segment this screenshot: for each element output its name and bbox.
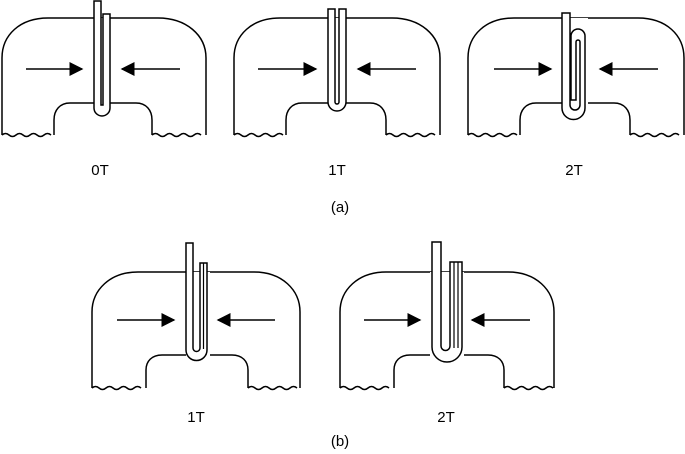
label-0t: 0T [91, 162, 109, 179]
caption-a: (a) [331, 199, 349, 216]
panel-b-1t: 1T [91, 242, 301, 426]
label-2t: 2T [565, 162, 583, 179]
panel-a-2t: 2T [467, 12, 685, 179]
panel-b-2t: 2T [339, 241, 555, 426]
label-1t: 1T [328, 162, 346, 179]
panel-a-1t: 1T [233, 8, 441, 179]
folded-strip [185, 242, 208, 362]
label-2t-b: 2T [437, 409, 455, 426]
caption-b: (b) [331, 433, 349, 450]
panel-a-0t: 0T [1, 0, 207, 179]
label-1t-b: 1T [187, 409, 205, 426]
folded-strip [561, 12, 586, 121]
folded-strip [93, 0, 111, 117]
folded-strip [327, 8, 347, 112]
